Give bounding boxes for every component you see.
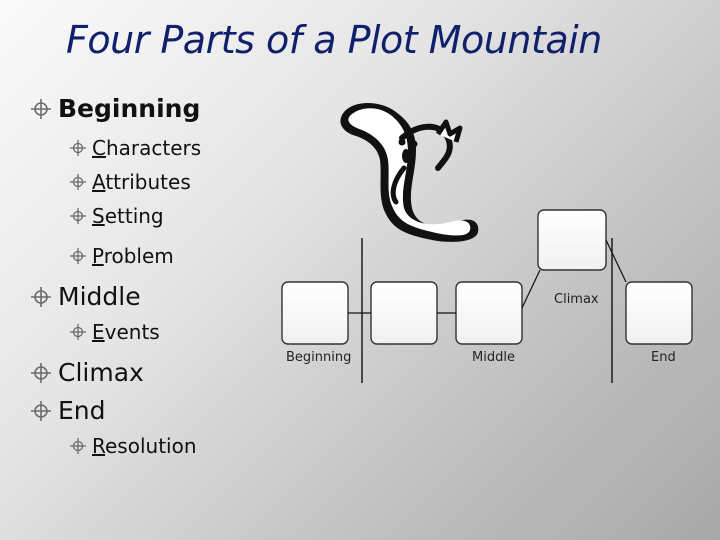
outline-item-beginning: Beginning xyxy=(30,94,200,123)
outline-label: Setting xyxy=(92,204,164,228)
outline-label: End xyxy=(58,396,106,425)
crosshair-bullet-icon xyxy=(70,208,86,224)
crosshair-bullet-icon xyxy=(30,98,52,120)
outline-item-middle: Middle xyxy=(30,282,141,311)
crosshair-bullet-icon xyxy=(30,362,52,384)
crosshair-bullet-icon xyxy=(70,140,86,156)
slide-title: Four Parts of a Plot Mountain xyxy=(66,18,602,62)
outline-item-attributes: Attributes xyxy=(70,170,191,194)
outline-label: Climax xyxy=(58,358,144,387)
outline-label: Problem xyxy=(92,244,174,268)
outline-item-events: Events xyxy=(70,320,160,344)
crosshair-bullet-icon xyxy=(30,400,52,422)
outline-item-resolution: Resolution xyxy=(70,434,197,458)
beginning-box xyxy=(281,281,349,345)
crosshair-bullet-icon xyxy=(70,248,86,264)
outline-item-setting: Setting xyxy=(70,204,164,228)
outline-label: Beginning xyxy=(58,94,201,123)
diagram-label-climax: Climax xyxy=(554,292,599,307)
rising-line xyxy=(521,269,541,309)
diagram-label-middle: Middle xyxy=(472,350,515,365)
outline-item-end: End xyxy=(30,396,106,425)
outline-label: Characters xyxy=(92,136,202,160)
outline-label: Attributes xyxy=(92,170,191,194)
ghost-icon xyxy=(332,98,492,250)
outline-label: Events xyxy=(92,320,160,344)
outline-label: Middle xyxy=(58,282,141,311)
outline-label: Resolution xyxy=(92,434,197,458)
crosshair-bullet-icon xyxy=(30,286,52,308)
end-box xyxy=(625,281,693,345)
events-box-2 xyxy=(455,281,523,345)
outline-item-climax: Climax xyxy=(30,358,144,387)
falling-line xyxy=(605,239,627,283)
crosshair-bullet-icon xyxy=(70,174,86,190)
outline-item-characters: Characters xyxy=(70,136,201,160)
crosshair-bullet-icon xyxy=(70,324,86,340)
outline-item-problem: Problem xyxy=(70,244,174,268)
diagram-label-end: End xyxy=(651,350,676,365)
events-box-1 xyxy=(370,281,438,345)
climax-box xyxy=(537,209,607,271)
crosshair-bullet-icon xyxy=(70,438,86,454)
diagram-label-beginning: Beginning xyxy=(286,350,352,365)
